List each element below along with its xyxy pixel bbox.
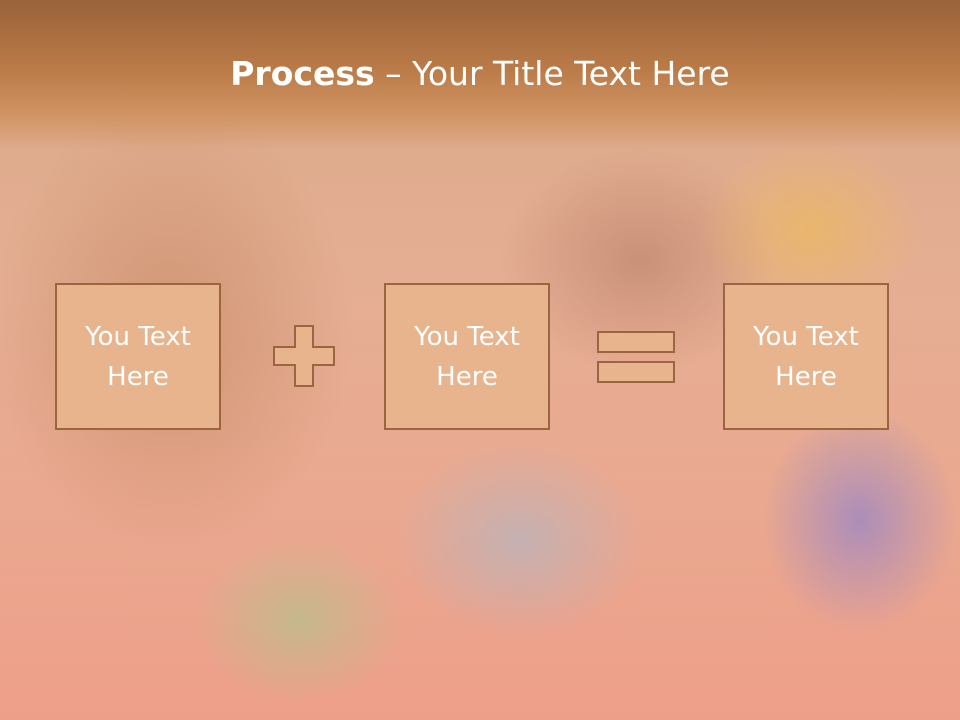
process-box-3: You Text Here [723, 283, 889, 430]
title-bar [0, 0, 960, 150]
plus-icon [273, 325, 335, 387]
equals-icon [597, 331, 675, 383]
process-box-2: You Text Here [384, 283, 550, 430]
title-bold: Process [230, 54, 375, 93]
equals-bar-bottom [597, 361, 675, 383]
process-box-1: You Text Here [55, 283, 221, 430]
equals-bar-top [597, 331, 675, 353]
title-rest: – Your Title Text Here [374, 54, 730, 93]
slide-title: Process – Your Title Text Here [0, 52, 960, 96]
